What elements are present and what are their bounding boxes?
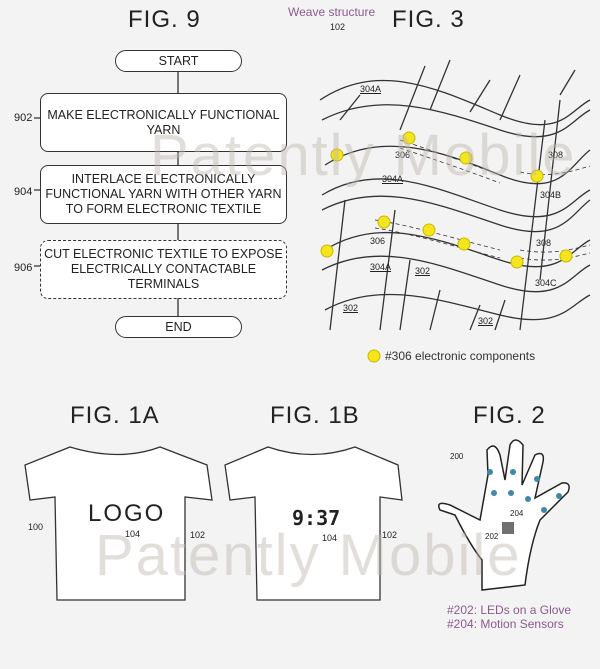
step-904: INTERLACE ELECTRONICALLY FUNCTIONAL YARN… — [40, 165, 287, 224]
electronic-components — [320, 131, 573, 363]
ref-104: 104 — [322, 533, 338, 543]
component-dot — [457, 237, 471, 251]
ref-902: 902 — [14, 112, 33, 124]
fig3-title: FIG. 3 — [392, 6, 465, 33]
legend-electronic-components: #306 electronic components — [385, 349, 536, 363]
ref-102: 102 — [190, 530, 206, 540]
weave-structure — [319, 59, 591, 331]
component-dot — [510, 255, 524, 269]
fig2-title: FIG. 2 — [473, 402, 546, 429]
step-906: CUT ELECTRONIC TEXTILE TO EXPOSE ELECTRI… — [40, 240, 287, 299]
watermark: Patently Mobile — [95, 523, 522, 588]
shirt-1b — [224, 446, 403, 601]
component-dot — [330, 148, 344, 162]
component-dot — [422, 223, 436, 237]
component-dot — [402, 131, 416, 145]
label-304a: 304A — [360, 84, 382, 94]
label-306: 306 — [395, 150, 411, 160]
led-matrix — [502, 522, 514, 534]
shirt-logo-display: LOGO — [88, 500, 166, 527]
watermark: Patently Mobile — [150, 123, 577, 188]
end-terminal: END — [115, 316, 242, 338]
ref-202: 202 — [485, 532, 499, 541]
label-302: 302 — [343, 303, 359, 313]
weave-caption: Weave structure — [288, 5, 376, 19]
ref-204: 204 — [510, 509, 524, 518]
ref-102: 102 — [330, 22, 346, 32]
legend-sensors: #204: Motion Sensors — [447, 617, 564, 631]
label-304a: 304A — [370, 262, 392, 272]
ref-906: 906 — [14, 262, 33, 274]
component-dot — [377, 215, 391, 229]
ref-100: 100 — [28, 522, 44, 532]
legend-leds: #202: LEDs on a Glove — [447, 603, 572, 617]
fig1a-title: FIG. 1A — [70, 402, 160, 429]
shirt-1a — [24, 446, 213, 601]
label-308: 308 — [548, 150, 564, 160]
fig1b-title: FIG. 1B — [270, 402, 360, 429]
component-dot — [559, 249, 573, 263]
shirt-time-display: 9:37 — [292, 506, 341, 530]
label-302: 302 — [415, 266, 431, 276]
label-306: 306 — [370, 236, 386, 246]
fig9-title: FIG. 9 — [128, 6, 201, 33]
ref-904: 904 — [14, 186, 33, 198]
label-308: 308 — [536, 238, 552, 248]
label-304b: 304B — [540, 190, 562, 200]
legend-dot — [367, 349, 381, 363]
component-dot — [530, 169, 544, 183]
label-304a: 304A — [382, 174, 404, 184]
label-304c: 304C — [535, 278, 557, 288]
ref-102: 102 — [382, 530, 398, 540]
component-dot — [459, 151, 473, 165]
label-302: 302 — [478, 316, 494, 326]
step-902: MAKE ELECTRONICALLY FUNCTIONAL YARN — [40, 93, 287, 152]
ref-200: 200 — [450, 452, 464, 461]
ref-104: 104 — [125, 529, 141, 539]
motion-sensors — [487, 469, 562, 513]
component-dot — [320, 244, 334, 258]
